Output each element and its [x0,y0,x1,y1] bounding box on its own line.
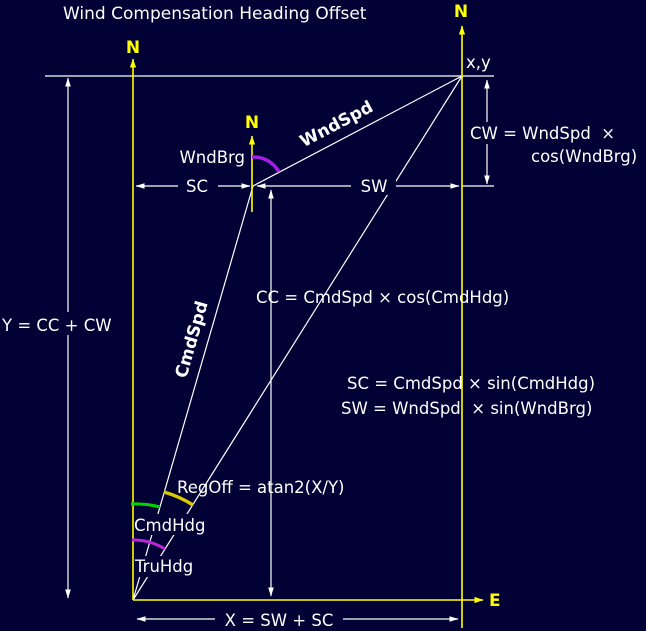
compass-axes [129,25,484,628]
sc-label-knockout [178,175,218,195]
diagram-lines [45,75,494,601]
truhdg-label: TruHdg [134,557,193,576]
cc-formula: CC = CmdSpd × cos(CmdHdg) [256,288,509,307]
diagram-labels: Wind Compensation Heading Offset N N N E… [1,2,637,630]
cw-formula-line1: CW = WndSpd × [470,124,615,143]
north-label-left: N [126,38,140,58]
cmdhdg-arc [130,502,161,509]
wndbrg-label: WndBrg [179,148,245,167]
cw-formula-line2: cos(WndBrg) [531,147,637,166]
wndbrg-arc [251,155,281,173]
label-knockouts [0,122,639,630]
angle-arcs [130,155,281,551]
sc-dimension-label: SC [186,177,208,196]
resultant-vector-line [132,75,463,601]
east-label: E [489,591,501,611]
y-total-formula: Y = CC + CW [1,316,112,335]
north-label-right: N [454,2,468,22]
cw-formula-knockout [467,122,639,144]
cmdhdg-label-knockout [134,514,216,535]
truhdg-arc [131,538,166,551]
north-label-middle: N [245,113,259,133]
y-label-knockout [0,312,128,335]
regoff-arc [163,490,194,507]
diagram-title: Wind Compensation Heading Offset [63,4,367,24]
sw-label-knockout [351,175,396,195]
sw-dimension-label: SW [361,177,388,196]
x-total-formula: X = SW + SC [225,611,334,630]
sw-formula: SW = WndSpd × sin(WndBrg) [341,399,592,418]
wind-vector-line [252,75,463,187]
regoff-formula: RegOff = atan2(X/Y) [177,478,344,497]
x-label-knockout [215,608,343,630]
xy-point-label: x,y [466,53,491,72]
sc-formula: SC = CmdSpd × sin(CmdHdg) [347,374,595,393]
cmdhdg-label: CmdHdg [134,516,205,535]
truhdg-label-knockout [134,556,203,577]
